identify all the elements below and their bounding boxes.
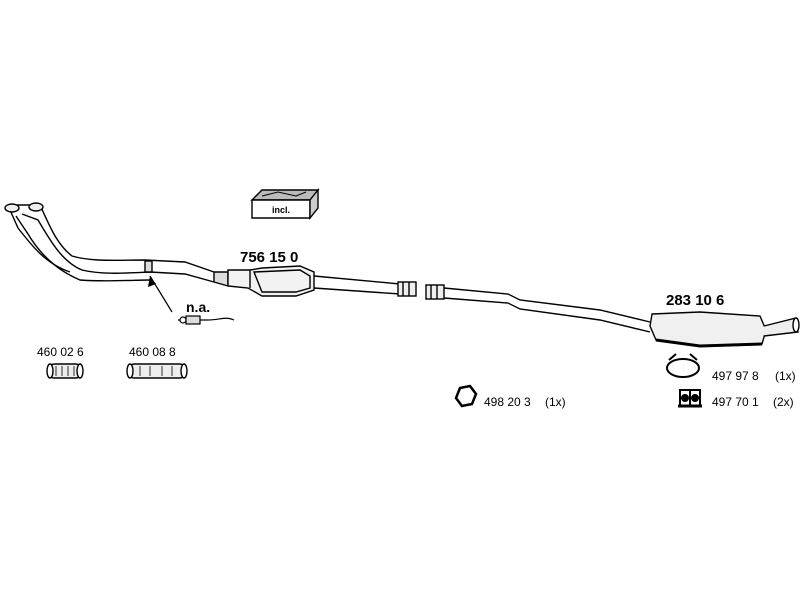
nut-qty: (1x) bbox=[545, 395, 566, 409]
catalytic-converter-drawing bbox=[213, 265, 417, 297]
not-available-note: n.a. bbox=[186, 299, 211, 315]
mounting-kit-label: incl. bbox=[270, 205, 293, 215]
clamp-ring-icon bbox=[666, 353, 700, 378]
repair-pipe-a-number: 460 02 6 bbox=[37, 345, 84, 359]
rubber-mount-icon bbox=[678, 389, 702, 408]
rubber-mount-qty: (2x) bbox=[773, 395, 794, 409]
repair-pipe-a-drawing bbox=[46, 363, 84, 379]
oxygen-sensor bbox=[148, 275, 235, 325]
centre-pipe-drawing bbox=[425, 284, 651, 333]
repair-pipe-b-number: 460 08 8 bbox=[129, 345, 176, 359]
rubber-mount-number: 497 70 1 bbox=[712, 395, 759, 409]
rear-silencer-drawing bbox=[649, 311, 800, 348]
catalytic-converter-number: 756 15 0 bbox=[240, 249, 299, 266]
nut-icon bbox=[454, 384, 478, 408]
clamp-ring-number: 497 97 8 bbox=[712, 369, 759, 383]
rear-silencer-number: 283 10 6 bbox=[666, 292, 725, 309]
nut-number: 498 20 3 bbox=[484, 395, 531, 409]
clamp-ring-qty: (1x) bbox=[775, 369, 796, 383]
repair-pipe-b-drawing bbox=[126, 363, 188, 379]
front-manifold-pipe bbox=[4, 202, 215, 283]
